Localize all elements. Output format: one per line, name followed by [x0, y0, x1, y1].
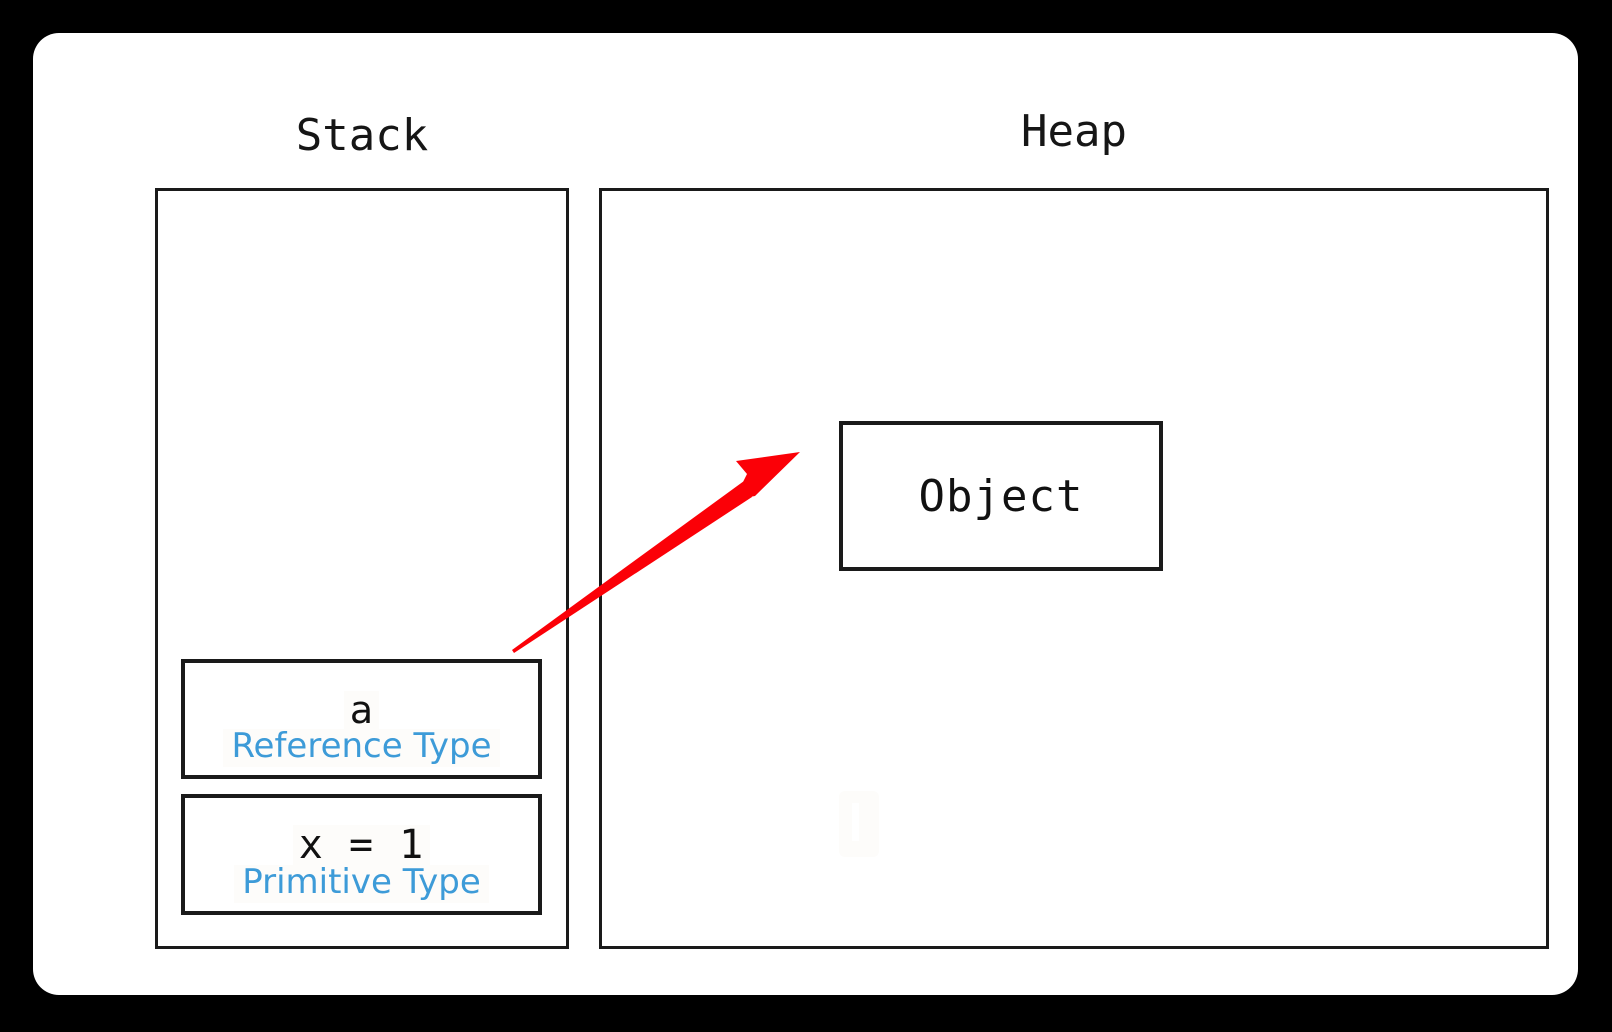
page-card: Stack Heap a Reference Type x = 1 Primit…: [33, 33, 1578, 995]
heap-watermark: [839, 791, 879, 857]
stack-slot-reference-value: a: [343, 690, 380, 730]
heap-title: Heap: [1021, 106, 1127, 157]
stack-slot-primitive-value: x = 1: [292, 824, 431, 866]
stack-title: Stack: [295, 110, 429, 161]
stack-slot-reference-type-label: Reference Type: [223, 729, 500, 767]
heap-object-label: Object: [918, 470, 1084, 522]
stack-slot-primitive-type-label: Primitive Type: [234, 865, 489, 903]
stack-slot-reference[interactable]: a Reference Type: [181, 659, 542, 779]
stack-slot-primitive[interactable]: x = 1 Primitive Type: [181, 794, 542, 915]
heap-object-box[interactable]: Object: [839, 421, 1163, 571]
